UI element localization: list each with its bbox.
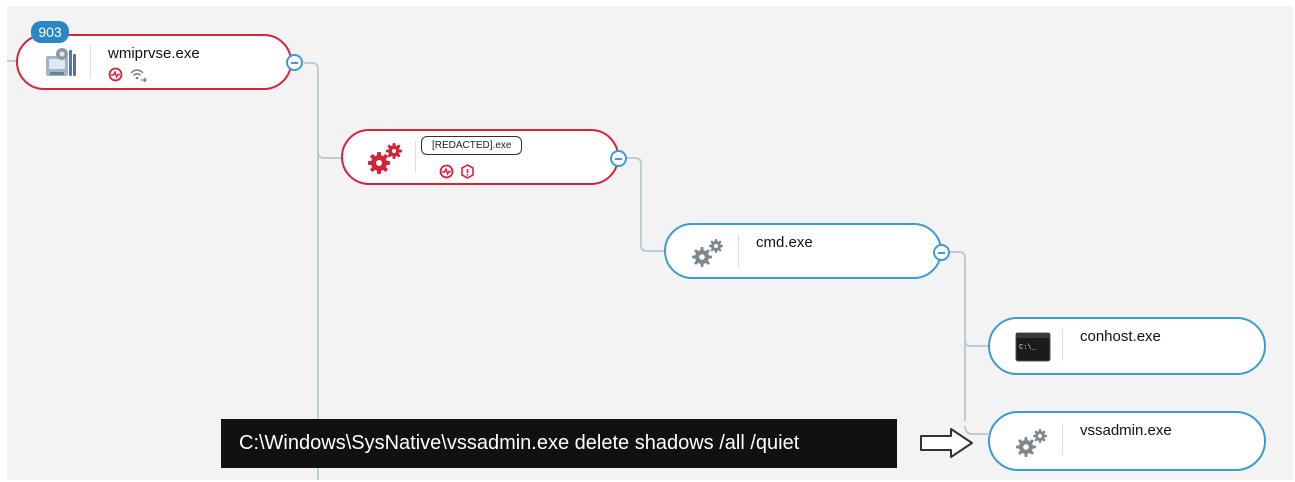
child-count-badge: 903	[31, 21, 69, 43]
node-badges	[439, 164, 475, 179]
node-badges	[108, 67, 147, 82]
command-line-caption: C:\Windows\SysNative\vssadmin.exe delete…	[221, 419, 897, 468]
node-separator	[1062, 329, 1063, 361]
gray-gears-icon	[692, 239, 723, 267]
process-node-cmd[interactable]: cmd.exe	[664, 223, 942, 279]
activity-icon	[108, 67, 123, 82]
node-separator	[90, 46, 91, 78]
node-separator	[738, 235, 739, 267]
arrow-right-icon	[920, 428, 973, 458]
svg-text:C:\_: C:\_	[1019, 344, 1037, 352]
process-name: vssadmin.exe	[1080, 422, 1172, 439]
process-node-conhost[interactable]: C:\_ conhost.exe	[988, 317, 1266, 375]
process-name: conhost.exe	[1080, 328, 1161, 345]
process-name-tooltip: [REDACTED].exe	[421, 136, 523, 155]
node-separator	[415, 141, 416, 173]
tree-connectors	[7, 60, 988, 480]
collapse-button-cmd[interactable]	[933, 244, 950, 261]
gray-gears-icon	[1016, 429, 1047, 457]
process-name: wmiprvse.exe	[108, 45, 200, 62]
network-icon	[130, 69, 147, 82]
activity-icon	[439, 164, 454, 179]
shield-alert-icon	[461, 164, 474, 179]
process-name: cmd.exe	[756, 234, 813, 251]
red-gears-icon	[368, 143, 402, 174]
node-separator	[1062, 423, 1063, 455]
process-tree-canvas: wmiprvse.exe 903	[7, 6, 1293, 480]
collapse-button-wmiprvse[interactable]	[286, 54, 303, 71]
wmi-gear-tools-icon	[46, 48, 76, 76]
console-window-icon: C:\_	[1015, 332, 1051, 362]
process-node-wmiprvse[interactable]: wmiprvse.exe	[16, 34, 292, 90]
process-node-vssadmin[interactable]: vssadmin.exe	[988, 411, 1266, 471]
collapse-button-redacted[interactable]	[610, 150, 627, 167]
